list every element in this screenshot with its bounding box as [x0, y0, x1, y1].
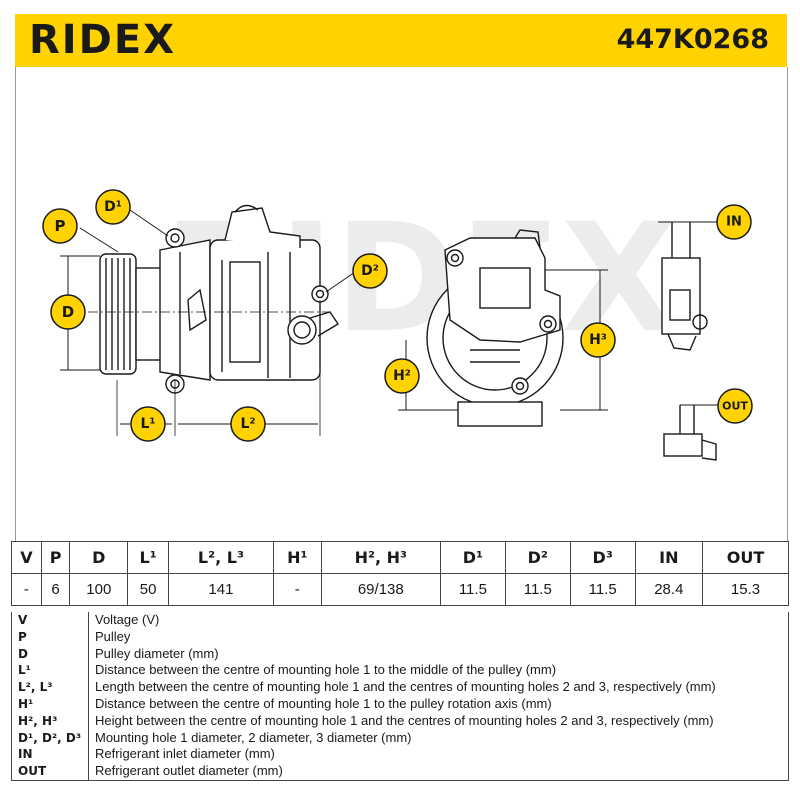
spec-value: 11.5: [439, 573, 506, 606]
legend-key: OUT: [11, 763, 89, 781]
legend-key: D: [11, 645, 89, 663]
spec-table: V P D L¹ L², L³ H¹ H², H³ D¹ D² D³ IN OU…: [11, 541, 789, 606]
spec-value: 11.5: [504, 573, 571, 606]
spec-header: L¹: [127, 541, 169, 574]
svg-text:L²: L²: [240, 416, 255, 432]
leader-lines: [79, 209, 356, 293]
legend-desc: Pulley: [88, 628, 789, 646]
svg-text:H²: H²: [393, 368, 411, 384]
callout-d2: D²: [352, 253, 388, 289]
legend-row: H¹ Distance between the centre of mounti…: [11, 695, 789, 713]
spec-value: 69/138: [320, 573, 441, 606]
legend-desc: Refrigerant inlet diameter (mm): [88, 746, 789, 764]
legend-desc: Mounting hole 1 diameter, 2 diameter, 3 …: [88, 729, 789, 747]
legend-desc: Pulley diameter (mm): [88, 645, 789, 663]
legend-row: D Pulley diameter (mm): [11, 645, 789, 663]
legend-desc: Distance between the centre of mounting …: [88, 695, 789, 713]
spec-value: -: [272, 573, 322, 606]
legend-desc: Voltage (V): [88, 612, 789, 629]
svg-text:IN: IN: [726, 215, 742, 230]
svg-text:D²: D²: [361, 263, 379, 279]
legend-desc: Refrigerant outlet diameter (mm): [88, 763, 789, 781]
header-bar: RIDEX 447K0268: [15, 14, 787, 67]
callout-h2: H²: [384, 358, 420, 394]
legend-row: IN Refrigerant inlet diameter (mm): [11, 746, 789, 764]
brand-logo: RIDEX: [29, 17, 177, 63]
legend-table: V Voltage (V) P Pulley D Pulley diameter…: [11, 612, 789, 781]
callout-in: IN: [716, 204, 752, 240]
legend-key: L¹: [11, 662, 89, 680]
callout-p: P: [42, 208, 78, 244]
legend-key: L², L³: [11, 679, 89, 696]
spec-value: 100: [69, 573, 129, 606]
spec-header: V: [11, 541, 42, 574]
side-view: [99, 204, 339, 394]
svg-text:OUT: OUT: [722, 400, 748, 413]
spec-header-row: V P D L¹ L², L³ H¹ H², H³ D¹ D² D³ IN OU…: [11, 541, 789, 574]
callout-l2: L²: [230, 406, 266, 442]
legend-key: IN: [11, 746, 89, 764]
legend-key: D¹, D², D³: [11, 729, 89, 747]
spec-value: 28.4: [634, 573, 704, 606]
spec-value: -: [11, 573, 42, 606]
callout-h3: H³: [580, 322, 616, 358]
callout-d: D: [50, 294, 86, 330]
drawing-frame: [15, 67, 788, 542]
spec-header: L², L³: [167, 541, 274, 574]
legend-row: L¹ Distance between the centre of mounti…: [11, 662, 789, 680]
legend-row: H², H³ Height between the centre of moun…: [11, 712, 789, 730]
legend-desc: Distance between the centre of mounting …: [88, 662, 789, 680]
legend-row: OUT Refrigerant outlet diameter (mm): [11, 763, 789, 781]
spec-value: 6: [40, 573, 71, 606]
spec-header: IN: [634, 541, 704, 574]
svg-text:D¹: D¹: [104, 199, 122, 215]
outlet-port-view: [663, 405, 717, 461]
callout-out: OUT: [717, 388, 753, 424]
part-number: 447K0268: [616, 24, 769, 55]
spec-header: H², H³: [320, 541, 441, 574]
spec-value: 15.3: [702, 573, 789, 606]
legend-key: H², H³: [11, 712, 89, 730]
spec-header: H¹: [272, 541, 322, 574]
legend-row: V Voltage (V): [11, 612, 789, 629]
spec-header: D: [69, 541, 129, 574]
svg-text:D: D: [62, 303, 74, 321]
spec-header: OUT: [702, 541, 789, 574]
svg-text:L¹: L¹: [140, 416, 155, 432]
legend-row: P Pulley: [11, 628, 789, 646]
spec-value-row: - 6 100 50 141 - 69/138 11.5 11.5 11.5 2…: [11, 573, 789, 606]
callout-d1: D¹: [95, 189, 131, 225]
spec-header: D¹: [439, 541, 506, 574]
legend-key: V: [11, 612, 89, 629]
front-view: [426, 229, 564, 427]
spec-header: P: [40, 541, 71, 574]
legend-row: D¹, D², D³ Mounting hole 1 diameter, 2 d…: [11, 729, 789, 747]
spec-header: D²: [504, 541, 571, 574]
svg-text:P: P: [55, 217, 66, 235]
legend-key: H¹: [11, 695, 89, 713]
inlet-port-view: [661, 222, 708, 351]
legend-key: P: [11, 628, 89, 646]
spec-value: 141: [167, 573, 274, 606]
callout-l1: L¹: [130, 406, 166, 442]
compressor-drawing: RIDEX: [42, 189, 753, 461]
spec-header: D³: [569, 541, 636, 574]
legend-desc: Length between the centre of mounting ho…: [88, 679, 789, 696]
svg-text:H³: H³: [589, 332, 607, 348]
spec-value: 11.5: [569, 573, 636, 606]
legend-row: L², L³ Length between the centre of moun…: [11, 679, 789, 696]
spec-value: 50: [127, 573, 169, 606]
legend-desc: Height between the centre of mounting ho…: [88, 712, 789, 730]
